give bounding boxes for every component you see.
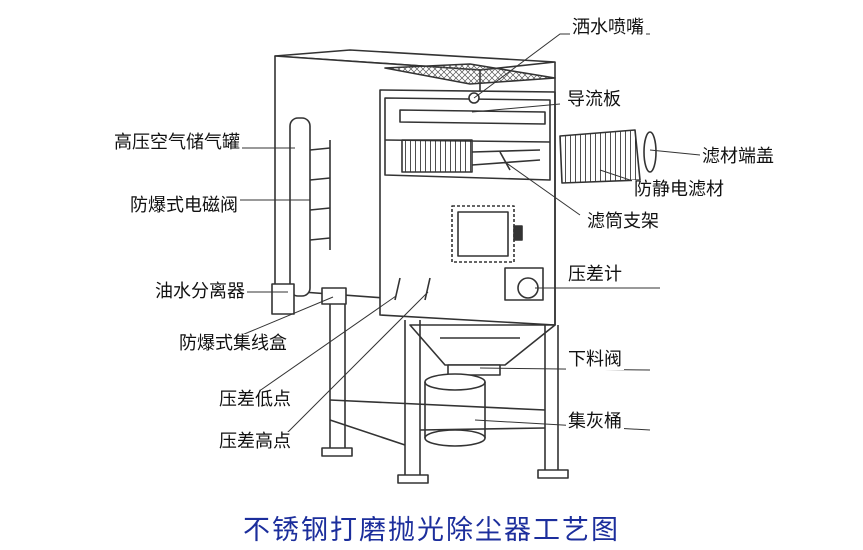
label-pressure-gauge: 压差计 bbox=[566, 264, 624, 285]
label-air-tank: 高压空气储气罐 bbox=[112, 132, 242, 153]
hopper bbox=[409, 324, 556, 366]
external-filter bbox=[559, 129, 641, 184]
filter-cap-shape bbox=[643, 131, 657, 173]
separator-shape bbox=[271, 283, 295, 315]
label-high-point: 压差高点 bbox=[217, 431, 293, 452]
label-discharge-valve: 下料阀 bbox=[566, 349, 624, 370]
label-junction-box: 防爆式集线盒 bbox=[177, 333, 289, 354]
label-antistatic-filter: 防静电滤材 bbox=[632, 179, 726, 200]
label-filter-cap: 滤材端盖 bbox=[700, 146, 776, 167]
legs bbox=[329, 300, 559, 475]
label-dust-bucket: 集灰桶 bbox=[566, 411, 624, 432]
diagram-caption: 不锈钢打磨抛光除尘器工艺图 bbox=[243, 515, 620, 546]
label-baffle: 导流板 bbox=[565, 89, 623, 110]
label-separator: 油水分离器 bbox=[153, 281, 247, 302]
top-screen bbox=[384, 63, 556, 85]
air-tank-shape bbox=[289, 117, 311, 297]
internal-filter bbox=[401, 139, 473, 173]
junction-box-shape bbox=[321, 287, 347, 305]
label-spray-nozzle: 洒水喷嘴 bbox=[570, 17, 646, 38]
label-solenoid-valve: 防爆式电磁阀 bbox=[128, 195, 240, 216]
label-filter-bracket: 滤筒支架 bbox=[585, 211, 661, 232]
baffle-shape bbox=[399, 109, 546, 125]
label-low-point: 压差低点 bbox=[217, 389, 293, 410]
